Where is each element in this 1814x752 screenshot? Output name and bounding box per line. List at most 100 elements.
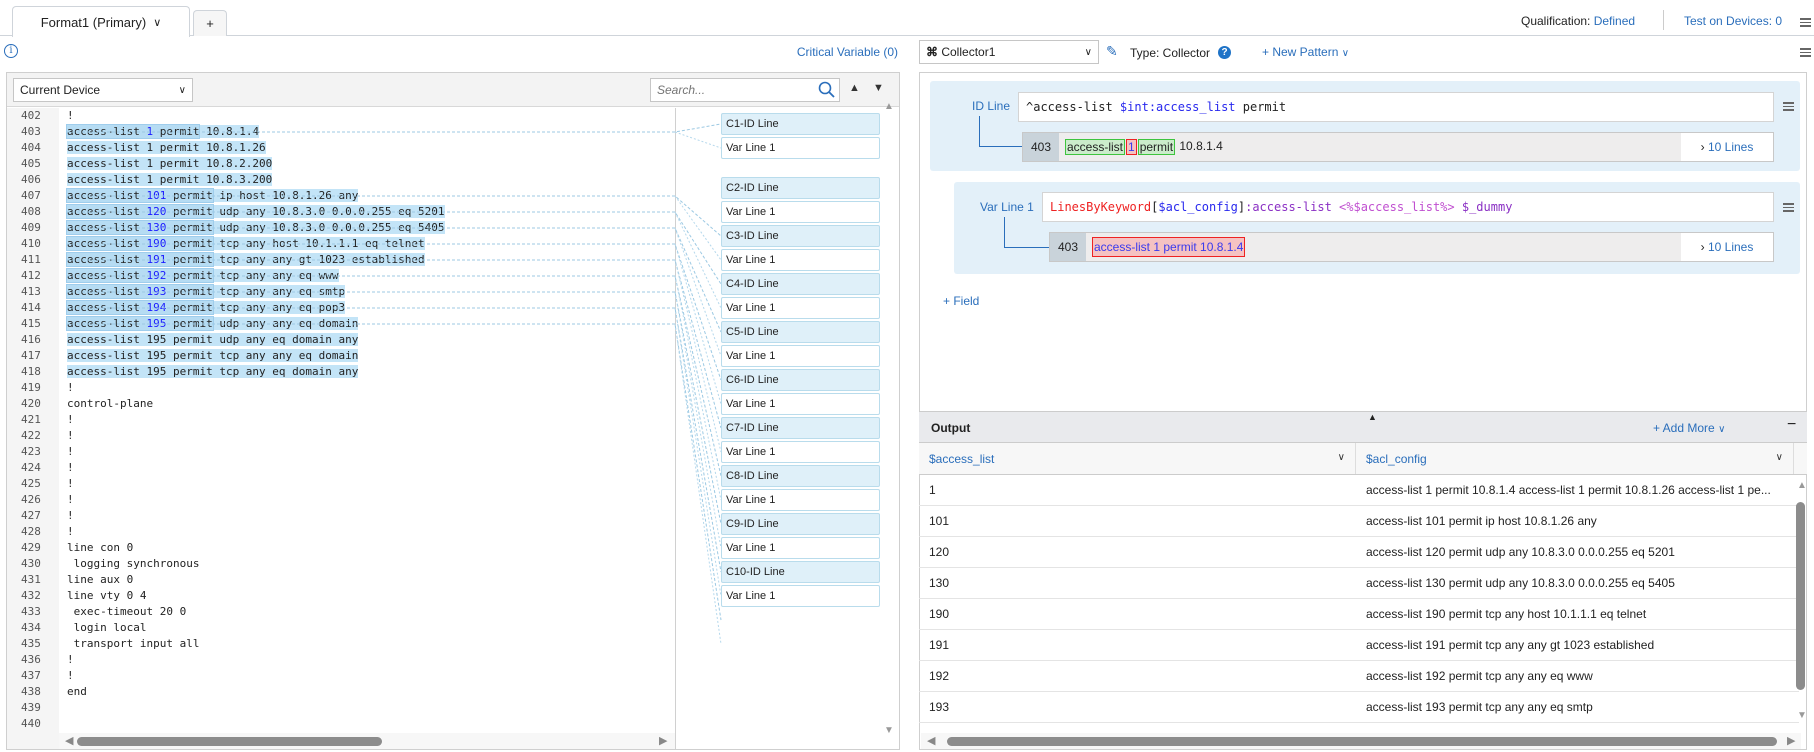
collapse-icon[interactable]: − <box>1787 416 1797 433</box>
code-variable: 192 <box>146 269 167 282</box>
line-number: 411 <box>21 253 41 266</box>
add-tab-button[interactable]: + <box>193 10 227 36</box>
test-on-devices-link[interactable]: Test on Devices: 0 <box>1684 14 1783 28</box>
code-line: exec-timeout 20 0 <box>67 604 187 620</box>
qualification-label: Qualification: <box>1521 14 1591 28</box>
mapping-var-line[interactable]: Var Line 1 <box>721 393 880 415</box>
line-number: 405 <box>21 157 41 170</box>
scrollbar-thumb[interactable] <box>947 737 1777 746</box>
scroll-down-arrow[interactable]: ▼ <box>884 725 894 736</box>
mapping-id-line[interactable]: C5-ID Line <box>721 321 880 343</box>
mapping-var-line[interactable]: Var Line 1 <box>721 137 880 159</box>
id-line-menu-icon[interactable] <box>1783 102 1794 111</box>
add-field-button[interactable]: + Field <box>943 294 980 308</box>
mapping-id-line[interactable]: C4-ID Line <box>721 273 880 295</box>
search-input[interactable] <box>657 83 807 97</box>
var-line-menu-icon[interactable] <box>1783 203 1794 212</box>
output-title: Output <box>931 421 971 435</box>
mapping-var-line[interactable]: Var Line 1 <box>721 297 880 319</box>
column-header-access-list[interactable]: $access_list∨ <box>919 443 1356 474</box>
pattern-text: ] <box>1237 200 1246 214</box>
id-line-pattern-input[interactable]: ^access-list $int:access_list permit <box>1018 92 1774 122</box>
vertical-scrollbar-thumb[interactable] <box>1796 502 1805 690</box>
tab-format1[interactable]: Format1 (Primary)∨ <box>12 6 190 37</box>
code-text: ! <box>67 669 74 682</box>
code-line: access-list 195 permit tcp any any eq do… <box>67 348 359 364</box>
scroll-up-arrow[interactable]: ▲ <box>1797 480 1807 491</box>
device-select[interactable]: Current Device∨ <box>13 78 193 102</box>
critical-variable-link[interactable]: Critical Variable (0) <box>796 45 898 59</box>
horizontal-scrollbar[interactable]: ◀ ▶ <box>59 733 675 749</box>
line-number: 436 <box>21 653 41 666</box>
help-icon[interactable]: ? <box>1218 46 1231 59</box>
code-variable: 190 <box>146 237 167 250</box>
mapping-id-line[interactable]: C2-ID Line <box>721 177 880 199</box>
new-pattern-button[interactable]: + New Pattern ∨ <box>1262 45 1349 59</box>
scroll-right-arrow[interactable]: ▶ <box>1787 735 1796 747</box>
column-header-acl-config[interactable]: $acl_config∨ <box>1356 443 1794 474</box>
scroll-left-arrow[interactable]: ◀ <box>65 735 74 747</box>
mapping-var-line[interactable]: Var Line 1 <box>721 345 880 367</box>
line-number: 430 <box>21 557 41 570</box>
variable-match: access-list 1 permit 10.8.1.4 <box>1092 237 1246 257</box>
scroll-down-arrow[interactable]: ▼ <box>1797 710 1807 721</box>
output-horizontal-scrollbar[interactable]: ◀ ▶ <box>921 733 1801 749</box>
menu-icon[interactable] <box>1800 18 1811 27</box>
mapping-id-line[interactable]: C6-ID Line <box>721 369 880 391</box>
add-more-button[interactable]: + Add More ∨ <box>1653 421 1725 435</box>
connector <box>1004 217 1050 248</box>
panel-menu-icon[interactable] <box>1800 48 1811 57</box>
edit-pencil-icon[interactable]: ✎ <box>1106 43 1118 59</box>
scroll-right-arrow[interactable]: ▶ <box>659 735 668 747</box>
mapping-id-line[interactable]: C7-ID Line <box>721 417 880 439</box>
code-line: ! <box>67 460 74 476</box>
cell-acl-config: access-list 193 permit tcp any any eq sm… <box>1366 700 1593 714</box>
search-box[interactable] <box>650 78 840 102</box>
more-lines-label: 10 Lines <box>1707 240 1754 254</box>
code-line: access-list 1 permit 10.8.2.200 <box>67 156 273 172</box>
scroll-left-arrow[interactable]: ◀ <box>927 735 936 747</box>
mapping-id-line[interactable]: C1-ID Line <box>721 113 880 135</box>
code-variable: 195 <box>146 317 167 330</box>
cell-access-list: 192 <box>929 669 950 683</box>
search-icon[interactable] <box>818 81 836 99</box>
pattern-variable: $_dummy <box>1454 200 1513 214</box>
info-icon[interactable]: i <box>4 44 18 58</box>
mapping-var-line[interactable]: Var Line 1 <box>721 489 880 511</box>
code-variable: 194 <box>146 301 167 314</box>
mapping-var-line[interactable]: Var Line 1 <box>721 585 880 607</box>
code-text: ! <box>67 413 74 426</box>
mapping-id-line[interactable]: C10-ID Line <box>721 561 880 583</box>
match-token: access-list <box>1065 139 1126 155</box>
code-text: ! <box>67 493 74 506</box>
scroll-up-arrow[interactable]: ▲ <box>884 101 894 112</box>
more-lines-button[interactable]: › 10 Lines <box>1681 233 1773 261</box>
scrollbar-thumb[interactable] <box>77 737 382 746</box>
qualification-value[interactable]: Defined <box>1593 14 1636 28</box>
next-match-button[interactable]: ▼ <box>873 82 884 94</box>
column-label: $access_list <box>929 452 995 466</box>
mapping-var-line[interactable]: Var Line 1 <box>721 441 880 463</box>
mapping-id-line[interactable]: C3-ID Line <box>721 225 880 247</box>
mapping-var-line[interactable]: Var Line 1 <box>721 249 880 271</box>
mapping-id-line[interactable]: C8-ID Line <box>721 465 880 487</box>
prev-match-button[interactable]: ▲ <box>849 82 860 94</box>
mapping-var-line[interactable]: Var Line 1 <box>721 537 880 559</box>
mapping-var-line[interactable]: Var Line 1 <box>721 201 880 223</box>
mapping-id-line[interactable]: C9-ID Line <box>721 513 880 535</box>
resize-handle-icon[interactable]: ▲ <box>1368 412 1377 422</box>
more-lines-button[interactable]: › 10 Lines <box>1681 133 1773 161</box>
collector-select[interactable]: ⌘ Collector1∨ <box>919 40 1099 64</box>
var-line-pattern-input[interactable]: LinesByKeyword[$acl_config]:access-list … <box>1042 192 1774 222</box>
line-number: 429 <box>21 541 41 554</box>
cell-access-list: 190 <box>929 607 950 621</box>
